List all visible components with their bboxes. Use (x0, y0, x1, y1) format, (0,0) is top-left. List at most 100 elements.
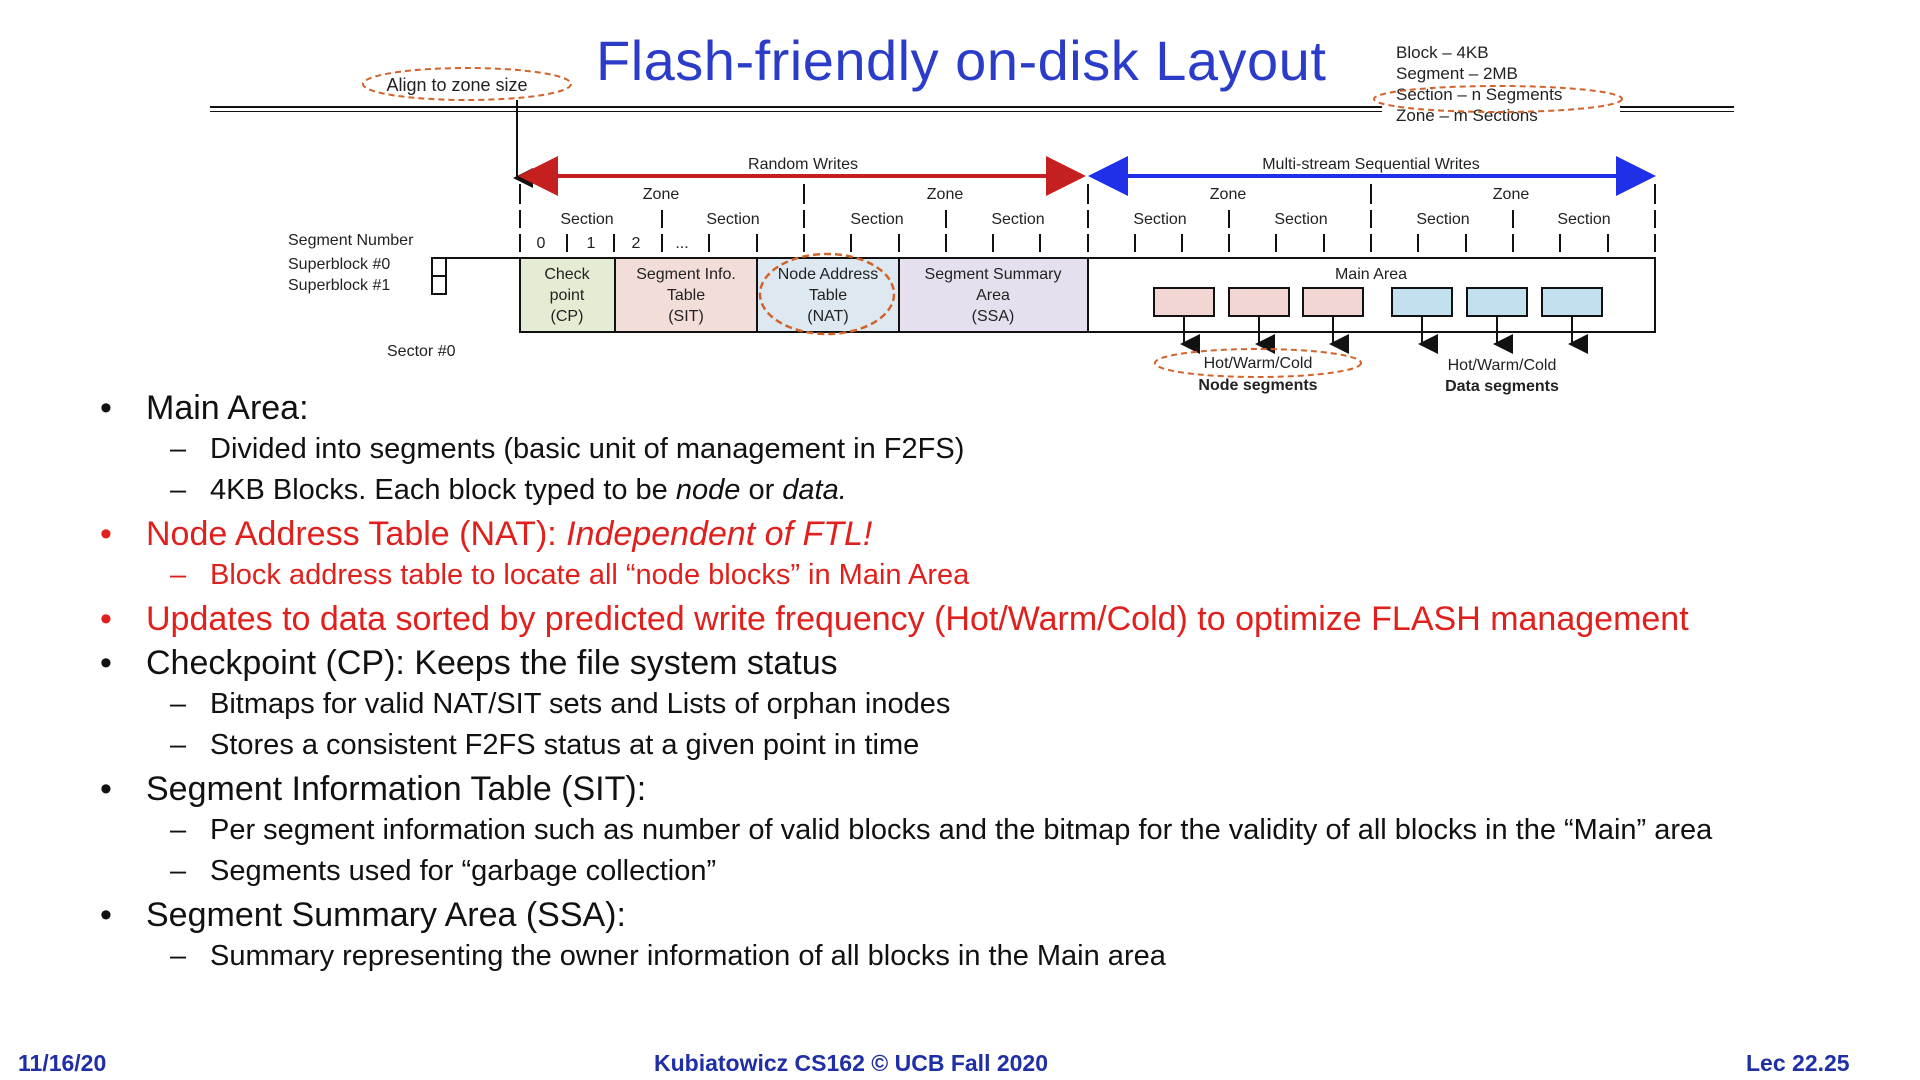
bullet-text: node (675, 474, 741, 506)
slide-title: Flash-friendly on-disk Layout (596, 29, 1327, 92)
bullet-dash-icon: – (170, 855, 187, 887)
nat-highlight-ellipse (758, 252, 896, 336)
bullet-item: •Updates to data sorted by predicted wri… (100, 599, 1900, 643)
segment-num-1: 1 (587, 235, 596, 252)
sub-bullet-item: –4KB Blocks. Each block typed to be node… (100, 473, 1900, 514)
section-label-6: Section (1274, 211, 1327, 228)
random-writes-label: Random Writes (748, 156, 858, 173)
section-label-5: Section (1133, 211, 1186, 228)
section-label-7: Section (1416, 211, 1469, 228)
node-segments-line1: Hot/Warm/Cold (1204, 355, 1313, 372)
f2fs-layout-diagram: Align to zone size Random Writes Multi-s… (288, 67, 1656, 395)
title-rule-left-bottom (210, 111, 1382, 112)
bullet-list: • Main Area: –Divided into segments (basic… (100, 388, 1900, 980)
data-segments-line2: Data segments (1445, 378, 1559, 395)
zone-label-2: Zone (927, 186, 964, 203)
bullet-dash-icon: – (170, 814, 187, 846)
section-label-2: Section (706, 211, 759, 228)
title-rule-right-bottom (1620, 111, 1734, 112)
bullet-dash-icon: – (170, 559, 187, 591)
section-label-4: Section (991, 211, 1044, 228)
bullet-dot-icon: • (100, 896, 112, 934)
sub-bullet-item: –Segments used for “garbage collection” (100, 854, 1900, 895)
segment-num-more: ... (675, 235, 688, 252)
footer-page-number: Lec 22.25 (1746, 1050, 1850, 1076)
section-label-1: Section (560, 211, 613, 228)
bullet-dash-icon: – (170, 474, 187, 506)
bullet-dot-icon: • (100, 515, 112, 553)
bullet-text: Segment Information Table (SIT): (146, 770, 647, 808)
legend-segment: Segment – 2MB (1396, 64, 1518, 83)
checkpoint-line1: Check (544, 266, 590, 283)
footer-date: 11/16/20 (18, 1050, 107, 1076)
bullet-text: Segments used for “garbage collection” (210, 855, 717, 887)
bullet-dot-icon: • (100, 770, 112, 808)
section-label-8: Section (1557, 211, 1610, 228)
bullet-text: Bitmaps for valid NAT/SIT sets and Lists… (210, 688, 951, 720)
bullet-text: Checkpoint (CP): Keeps the file system s… (146, 644, 838, 682)
sit-area (614, 257, 758, 333)
multistream-writes-label: Multi-stream Sequential Writes (1262, 156, 1480, 173)
sit-line3: (SIT) (668, 308, 704, 325)
legend-block: Block – 4KB (1396, 43, 1489, 62)
bullet-text: 4KB Blocks. Each block typed to be (210, 474, 676, 506)
zone-label-4: Zone (1493, 186, 1530, 203)
nat-line1: Node Address (778, 266, 879, 283)
footer-course: Kubiatowicz CS162 © UCB Fall 2020 (654, 1050, 1049, 1076)
zone-label-1: Zone (643, 186, 680, 203)
superblock-1-label: Superblock #1 (288, 277, 390, 294)
segment-ticks (519, 234, 1656, 252)
sub-bullet-item: –Block address table to locate all “node… (100, 558, 1900, 599)
bullet-text: Stores a consistent F2FS status at a giv… (210, 729, 920, 761)
section-label-3: Section (850, 211, 903, 228)
bullet-item: •Node Address Table (NAT): Independent o… (100, 514, 1900, 558)
bullet-dash-icon: – (170, 688, 187, 720)
node-segment-box-warm (1228, 287, 1290, 317)
bullet-text: Segment Summary Area (SSA): (146, 896, 626, 934)
bullet-dot-icon: • (100, 644, 112, 682)
bullet-text: Node Address Table (NAT): (146, 515, 567, 553)
bullet-dot-icon: • (100, 600, 112, 638)
bullet-dot-icon: • (100, 389, 112, 427)
bullet-text: data. (782, 474, 847, 506)
nat-line3: (NAT) (807, 308, 848, 325)
node-segments-line2: Node segments (1198, 377, 1317, 394)
segment-num-0: 0 (537, 235, 546, 252)
sector-0-label: Sector #0 (387, 343, 456, 360)
data-segments-line1: Hot/Warm/Cold (1448, 357, 1557, 374)
section-boundaries (519, 210, 1656, 228)
section-legend-ellipse (1373, 85, 1623, 113)
superblock-0-box (431, 257, 447, 277)
sub-bullet-item: –Stores a consistent F2FS status at a gi… (100, 728, 1900, 769)
checkpoint-line3: (CP) (551, 308, 584, 325)
sub-bullet-item: –Divided into segments (basic unit of ma… (100, 432, 1900, 473)
zone-boundaries (519, 184, 1656, 204)
align-note-ellipse (362, 67, 572, 101)
segment-down-arrows (1180, 316, 1588, 354)
bullet-text: Summary representing the owner informati… (210, 940, 1166, 972)
ssa-line3: (SSA) (972, 308, 1015, 325)
title-rule-left-top (210, 106, 1382, 108)
ssa-line1: Segment Summary (925, 266, 1062, 283)
segment-num-2: 2 (632, 235, 641, 252)
bullet-dash-icon: – (170, 940, 187, 972)
title-rule-right-top (1620, 106, 1734, 108)
ssa-line2: Area (976, 287, 1010, 304)
nat-area (756, 257, 900, 333)
data-segment-box-hot (1391, 287, 1453, 317)
node-segments-ellipse (1154, 348, 1362, 378)
bullet-item: • Segment Summary Area (SSA): (100, 895, 1900, 939)
bullet-dash-icon: – (170, 729, 187, 761)
bullet-text: Main Area: (146, 389, 309, 427)
nat-line2: Table (809, 287, 847, 304)
sit-line2: Table (667, 287, 705, 304)
node-segment-box-cold (1302, 287, 1364, 317)
sub-bullet-item: –Per segment information such as number … (100, 813, 1900, 854)
checkpoint-line2: point (550, 287, 585, 304)
zone-label-3: Zone (1210, 186, 1247, 203)
superblock-1-box (431, 275, 447, 295)
legend-section: Section – n Segments (1396, 85, 1563, 104)
checkpoint-area (519, 257, 616, 333)
bullet-text: Per segment information such as number o… (210, 814, 1713, 846)
segment-number-label: Segment Number (288, 232, 414, 249)
